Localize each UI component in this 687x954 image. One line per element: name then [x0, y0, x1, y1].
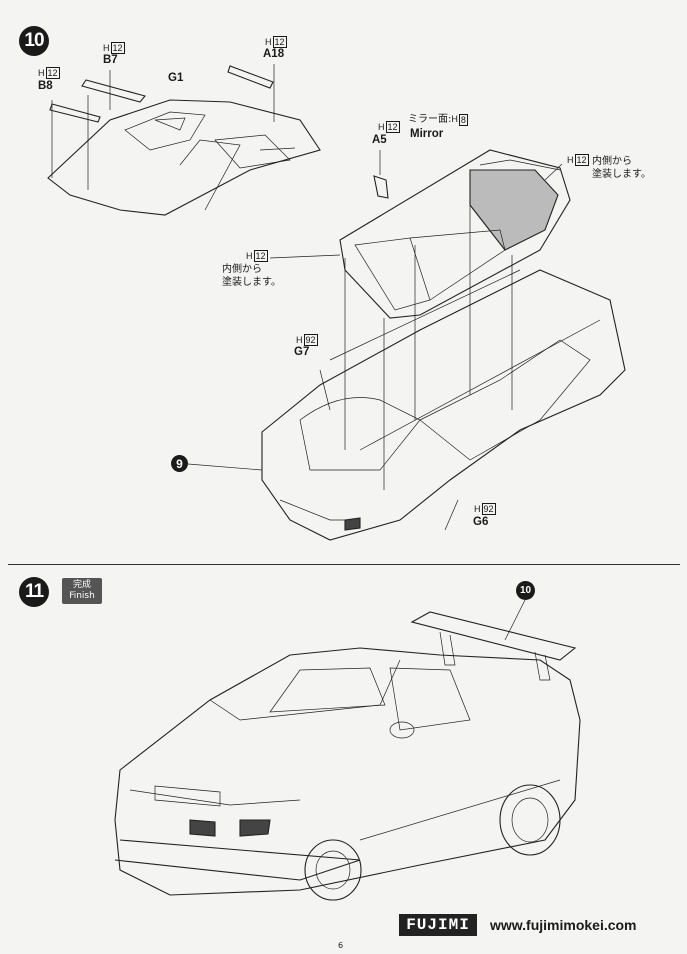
- wiper-b7: [81, 79, 146, 103]
- step-10-number: 10: [24, 30, 44, 51]
- finished-car: [114, 647, 581, 901]
- paint-number: 12: [45, 67, 60, 79]
- rear-spoiler: [410, 611, 577, 681]
- inside-paint-note-left: 内側から 塗装します。: [222, 263, 281, 289]
- step-11-marker: 11: [19, 577, 49, 607]
- paint-number: 12: [272, 36, 287, 48]
- finish-badge-en: Finish: [69, 591, 95, 601]
- paint-number: 12: [110, 42, 125, 54]
- inside-paint-line2: 塗装します。: [222, 277, 281, 288]
- wiper-b8: [49, 103, 101, 123]
- step-11-number: 11: [24, 581, 44, 602]
- paint-number: 92: [303, 334, 318, 346]
- paint-number: 12: [574, 154, 589, 166]
- step-10-marker: 10: [19, 26, 49, 56]
- website-url: www.fujimimokei.com: [490, 917, 637, 933]
- part-label-a5: A5: [372, 134, 387, 146]
- paint-number: 12: [253, 250, 268, 262]
- paint-prefix: H: [378, 122, 385, 132]
- inside-paint-line2: 塗装します。: [592, 169, 651, 180]
- paint-number: 8: [458, 113, 468, 126]
- paint-prefix: H: [474, 504, 481, 514]
- paint-prefix: H: [451, 114, 458, 124]
- inside-paint-line1: 内側から: [592, 156, 632, 167]
- ref-step-10: 10: [516, 581, 535, 600]
- part-label-g1: G1: [168, 72, 184, 84]
- step-divider: [8, 564, 680, 565]
- inside-paint-note-right: 内側から 塗装します。: [592, 155, 651, 181]
- finish-badge-jp: 完成: [72, 580, 91, 590]
- paint-prefix: H: [246, 251, 253, 261]
- ref-step-9: 9: [171, 455, 188, 472]
- part-label-b8: B8: [38, 80, 53, 92]
- paint-prefix: H: [296, 335, 303, 345]
- inside-paint-line1: 内側から: [222, 264, 262, 275]
- part-label-b7: B7: [103, 54, 118, 66]
- finish-badge: 完成 Finish: [62, 578, 102, 604]
- car-body-part: [261, 269, 626, 541]
- mirror-jp: ミラー面:: [408, 114, 452, 125]
- paint-prefix: H: [103, 43, 110, 53]
- ref-step-9-number: 9: [176, 456, 183, 471]
- paint-prefix: H: [567, 155, 574, 165]
- mirror-label-en: Mirror: [410, 128, 444, 140]
- part-label-a18: A18: [263, 48, 285, 60]
- paint-prefix: H: [265, 37, 272, 47]
- page-number: 6: [338, 941, 344, 950]
- part-label-g7: G7: [294, 346, 310, 358]
- part-label-g6: G6: [473, 516, 489, 528]
- wiper-a18: [227, 65, 274, 89]
- paint-number: 12: [385, 121, 400, 133]
- ref-step-10-number: 10: [519, 585, 532, 596]
- fujimi-logo: FUJIMI: [399, 914, 477, 936]
- roof-glass-part: [47, 99, 321, 216]
- paint-prefix: H: [38, 68, 45, 78]
- mirror-a5: [373, 175, 389, 199]
- window-frame-part: [339, 149, 571, 319]
- paint-number: 92: [481, 503, 496, 515]
